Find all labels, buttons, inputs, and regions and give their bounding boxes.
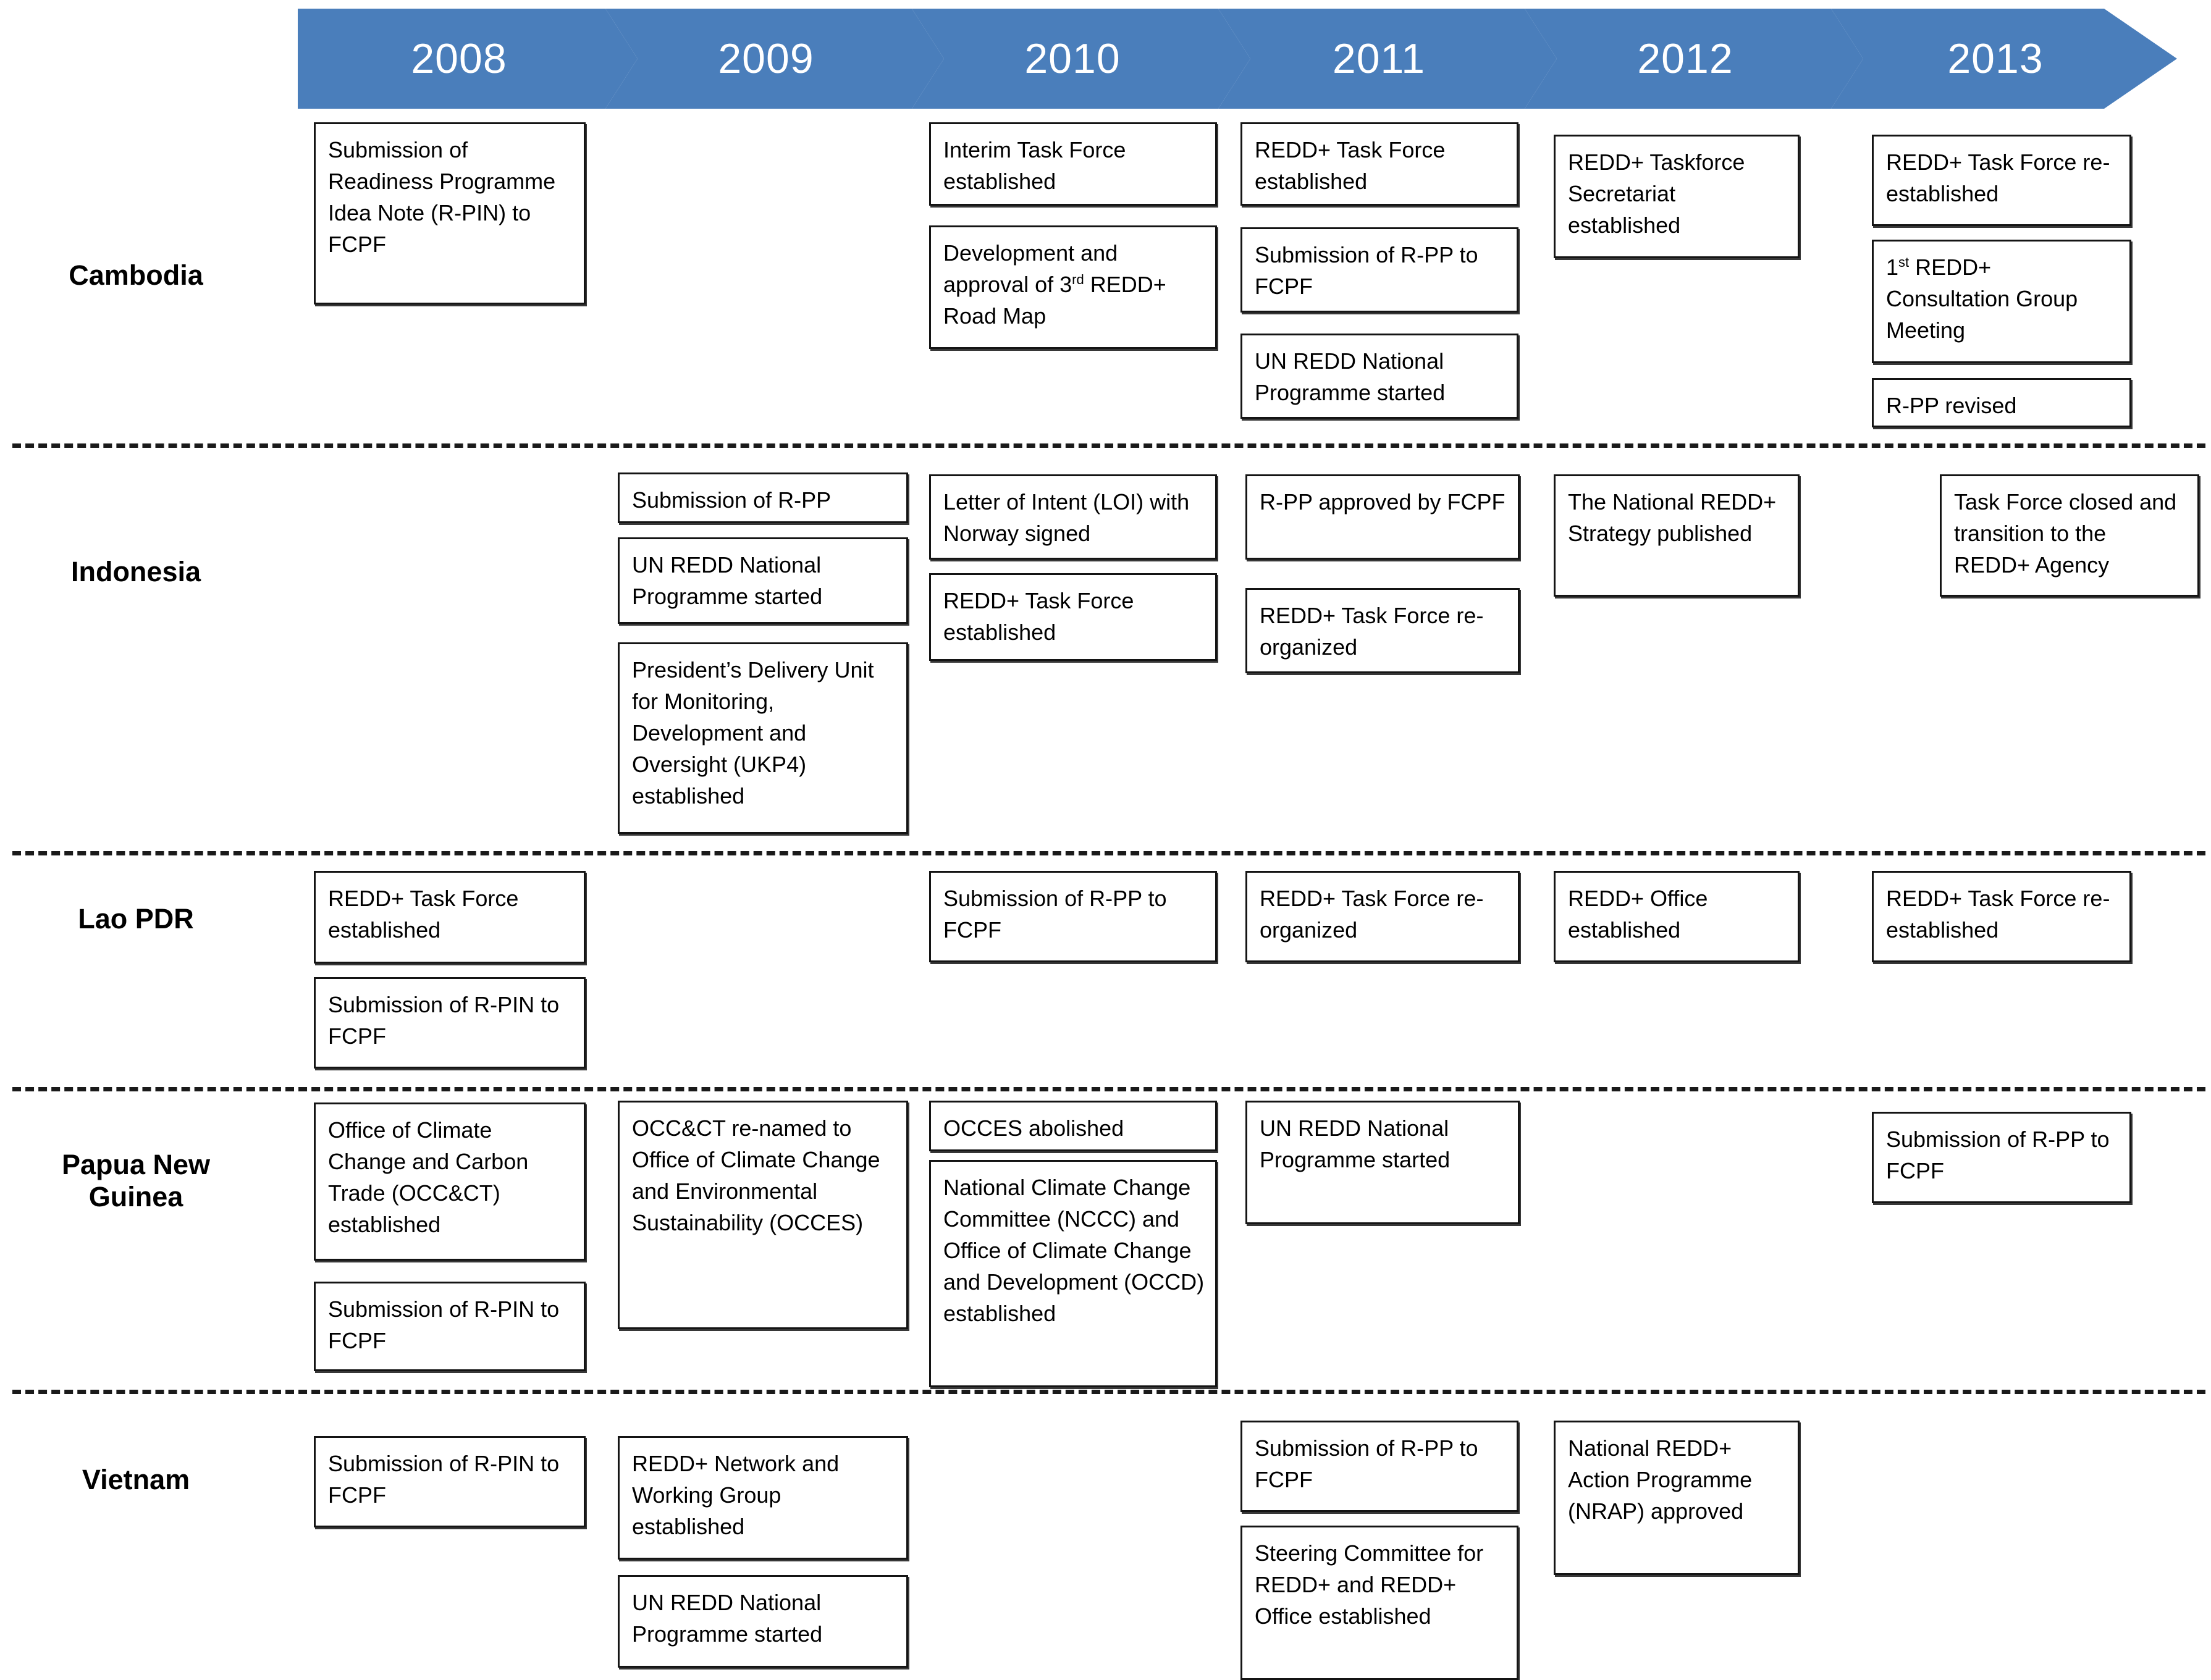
- event-text-prefix: Development and approval of 3: [943, 240, 1118, 298]
- year-label: 2011: [1332, 35, 1426, 82]
- row-separator-indonesia-lao: [12, 851, 2205, 855]
- event-box[interactable]: UN REDD National Programme started: [618, 537, 908, 624]
- event-box[interactable]: REDD+ Task Force established: [314, 871, 586, 964]
- event-box[interactable]: Submission of R-PP to FCPF: [1240, 1421, 1518, 1512]
- event-box[interactable]: REDD+ Task Force re-established: [1872, 871, 2131, 962]
- event-box[interactable]: OCC&CT re-named to Office of Climate Cha…: [618, 1101, 908, 1329]
- event-box[interactable]: REDD+ Task Force established: [1240, 122, 1518, 206]
- event-box[interactable]: REDD+ Network and Working Group establis…: [618, 1436, 908, 1560]
- event-box[interactable]: 1st REDD+ Consultation Group Meeting: [1872, 240, 2131, 363]
- event-box[interactable]: Development and approval of 3rd REDD+ Ro…: [929, 225, 1217, 349]
- event-box[interactable]: Submission of R-PIN to FCPF: [314, 1436, 586, 1527]
- event-box[interactable]: REDD+ Taskforce Secretariat established: [1554, 135, 1800, 258]
- country-label-line1: Papua New: [61, 1149, 211, 1180]
- row-separator-png-vietnam: [12, 1390, 2205, 1394]
- event-box[interactable]: Steering Committee for REDD+ and REDD+ O…: [1240, 1526, 1518, 1680]
- event-box[interactable]: Interim Task Force established: [929, 122, 1217, 206]
- event-box[interactable]: Submission of R-PIN to FCPF: [314, 977, 586, 1069]
- event-box[interactable]: UN REDD National Programme started: [1240, 334, 1518, 419]
- event-box[interactable]: Submission of R-PP to FCPF: [1240, 227, 1518, 313]
- event-box[interactable]: UN REDD National Programme started: [618, 1575, 908, 1668]
- event-text-suffix: REDD+ Road Map: [943, 272, 1166, 329]
- event-box[interactable]: National Climate Change Committee (NCCC)…: [929, 1160, 1217, 1387]
- event-box[interactable]: President’s Delivery Unit for Monitoring…: [618, 642, 908, 834]
- event-box[interactable]: Submission of R-PP: [618, 472, 908, 523]
- event-box[interactable]: REDD+ Office established: [1554, 871, 1800, 962]
- year-chevron-2009[interactable]: 2009: [605, 9, 944, 109]
- year-label: 2012: [1637, 35, 1733, 82]
- country-label-line2: Guinea: [88, 1181, 183, 1213]
- year-chevron-2011[interactable]: 2011: [1218, 9, 1557, 109]
- event-box[interactable]: Submission of R-PP to FCPF: [1872, 1112, 2131, 1203]
- event-text-suffix: REDD+ Consultation Group Meeting: [1886, 254, 2078, 343]
- ordinal-suffix: st: [1898, 254, 1910, 270]
- event-box[interactable]: National REDD+ Action Programme (NRAP) a…: [1554, 1421, 1800, 1575]
- year-timeline: 2008 2009 2010 2011 2012 2013: [298, 9, 2177, 109]
- event-box[interactable]: REDD+ Task Force re-established: [1872, 135, 2131, 226]
- country-label-indonesia: Indonesia: [70, 556, 201, 587]
- event-box[interactable]: UN REDD National Programme started: [1245, 1101, 1520, 1224]
- country-label-cambodia: Cambodia: [69, 259, 203, 291]
- year-chevron-2013[interactable]: 2013: [1831, 9, 2177, 109]
- country-label-vietnam: Vietnam: [82, 1464, 190, 1495]
- event-box[interactable]: Task Force closed and transition to the …: [1940, 474, 2199, 597]
- event-text-prefix: 1: [1886, 254, 1899, 280]
- row-separator-lao-png: [12, 1087, 2205, 1091]
- event-box[interactable]: Office of Climate Change and Carbon Trad…: [314, 1102, 586, 1261]
- year-label: 2013: [1947, 35, 2044, 82]
- event-box[interactable]: Submission of R-PIN to FCPF: [314, 1282, 586, 1371]
- year-chevron-2010[interactable]: 2010: [912, 9, 1250, 109]
- year-chevron-2008[interactable]: 2008: [298, 9, 638, 109]
- event-box[interactable]: REDD+ Task Force re-organized: [1245, 871, 1520, 962]
- year-chevron-2012[interactable]: 2012: [1525, 9, 1863, 109]
- country-label-lao-pdr: Lao PDR: [78, 903, 194, 934]
- country-label-papua-new-guinea: Papua New Guinea: [6, 1149, 266, 1213]
- event-box[interactable]: REDD+ Task Force established: [929, 573, 1217, 661]
- event-box[interactable]: OCCES abolished: [929, 1101, 1217, 1151]
- event-box[interactable]: The National REDD+ Strategy published: [1554, 474, 1800, 597]
- event-box[interactable]: Submission of Readiness Programme Idea N…: [314, 122, 586, 304]
- event-box[interactable]: R-PP revised: [1872, 378, 2131, 427]
- ordinal-suffix: rd: [1072, 272, 1084, 288]
- event-box[interactable]: Letter of Intent (LOI) with Norway signe…: [929, 474, 1217, 560]
- year-label: 2010: [1024, 35, 1121, 82]
- year-label: 2009: [718, 35, 814, 82]
- event-box[interactable]: Submission of R-PP to FCPF: [929, 871, 1217, 962]
- event-box[interactable]: REDD+ Task Force re-organized: [1245, 588, 1520, 673]
- row-separator-cambodia-indonesia: [12, 443, 2205, 448]
- event-box[interactable]: R-PP approved by FCPF: [1245, 474, 1520, 560]
- year-label: 2008: [411, 35, 507, 82]
